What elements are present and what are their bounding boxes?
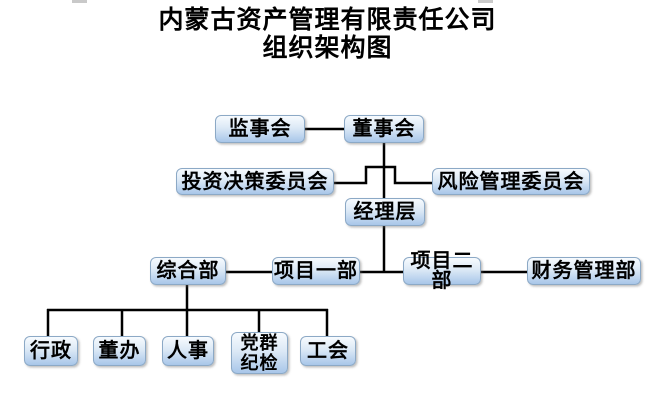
org-node-labor-union: 工会 (300, 336, 356, 366)
org-node-general-dept: 综合部 (150, 257, 226, 285)
connector-committees (334, 165, 432, 185)
org-node-management: 经理层 (345, 198, 425, 226)
org-node-project-dept-1: 项目一部 (272, 257, 360, 285)
org-node-supervisory-board: 监事会 (215, 115, 305, 143)
org-node-board-of-directors: 董事会 (344, 115, 424, 143)
chart-title-line1: 内蒙古资产管理有限责任公司 (158, 6, 497, 34)
org-node-party-discipline: 党群 纪检 (231, 332, 288, 374)
top-edge-artifact-left (72, 0, 87, 3)
chart-title: 内蒙古资产管理有限责任公司 组织架构图 (0, 6, 655, 62)
org-node-project-dept-2: 项目二部 (403, 251, 481, 291)
org-node-hr: 人事 (162, 336, 214, 366)
chart-title-line2: 组织架构图 (262, 34, 393, 62)
top-edge-artifact-right (478, 0, 493, 3)
org-node-admin: 行政 (24, 336, 78, 366)
org-node-finance-dept: 财务管理部 (527, 257, 641, 285)
org-node-risk-committee: 风险管理委员会 (432, 168, 590, 195)
org-node-investment-committee: 投资决策委员会 (176, 168, 334, 195)
org-node-board-office: 董办 (93, 336, 146, 366)
